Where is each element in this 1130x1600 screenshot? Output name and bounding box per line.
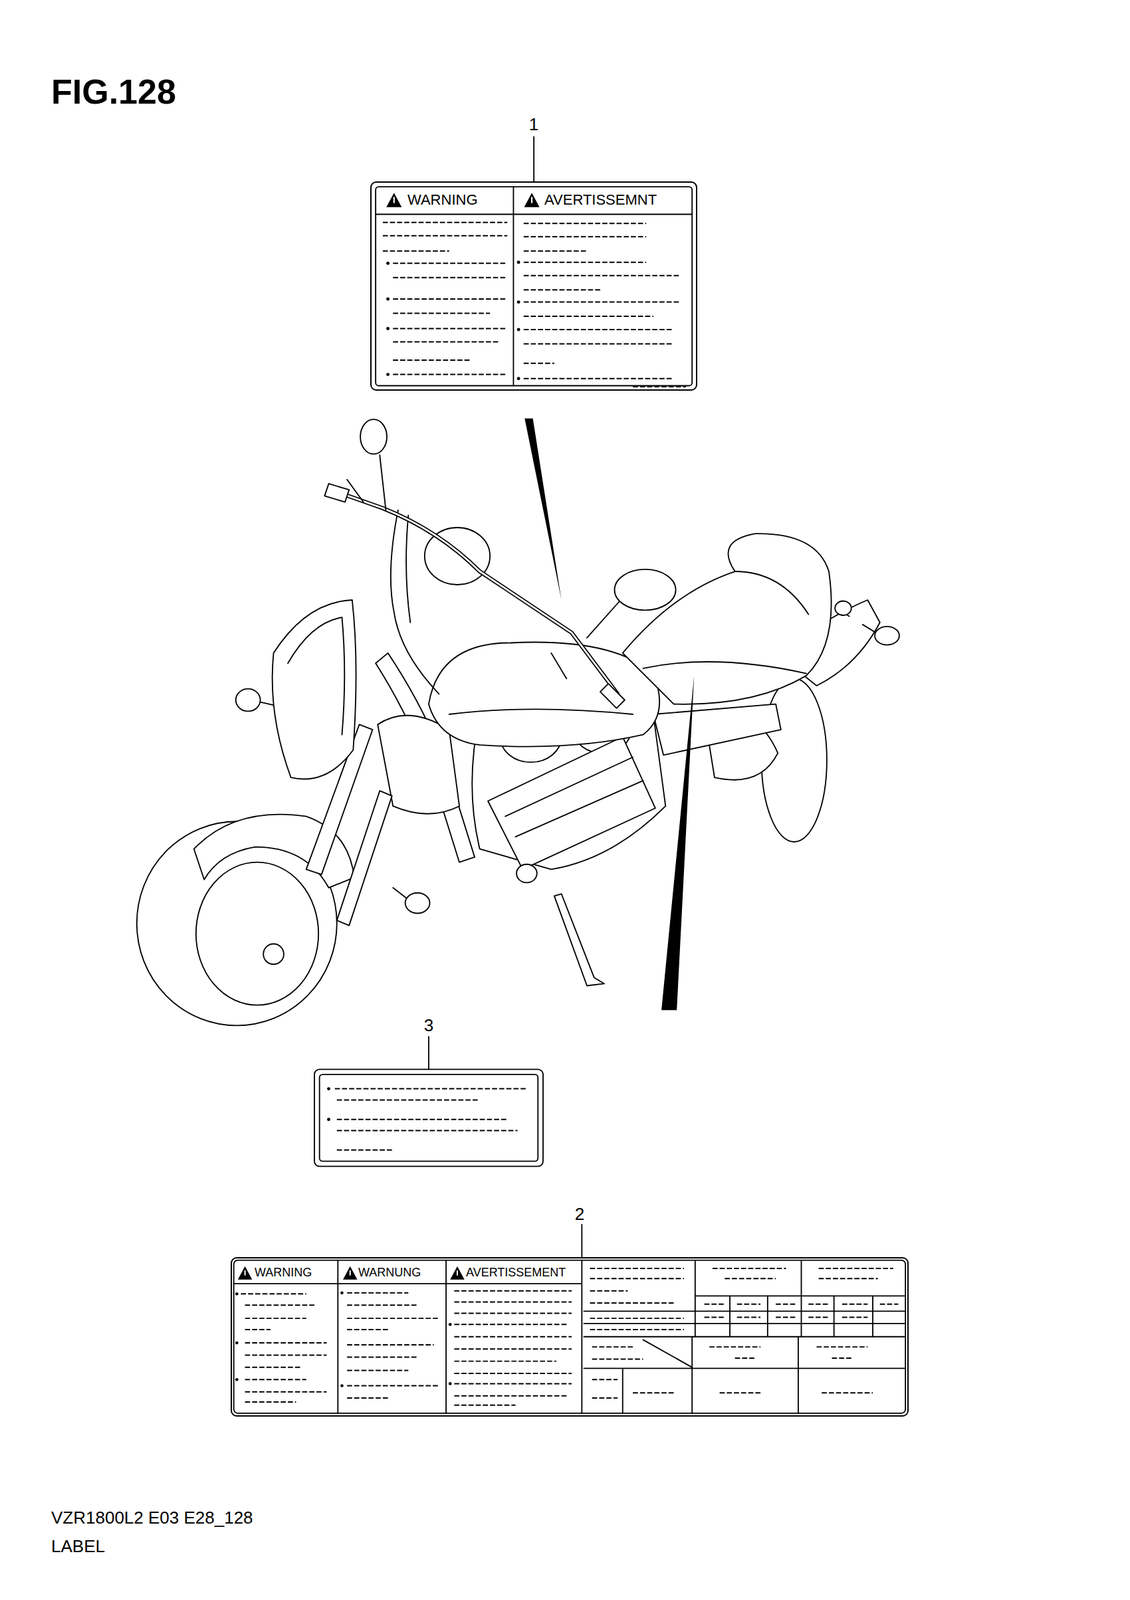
front-rim xyxy=(196,862,319,1006)
handlebar xyxy=(337,491,618,694)
label-inner-border xyxy=(233,1260,906,1414)
label-inner-border xyxy=(319,1074,539,1162)
warning-mark xyxy=(456,1270,458,1277)
callout-number: 3 xyxy=(424,1017,434,1035)
leader-line xyxy=(580,1225,583,1258)
warning-mark xyxy=(393,196,395,203)
callout-number: 1 xyxy=(529,115,539,133)
model-code: VZR1800L2 E03 E28_128 xyxy=(51,1509,254,1527)
figure-title: FIG.128 xyxy=(51,74,177,110)
placeholder-text xyxy=(523,223,686,387)
label-heading: WARNUNG xyxy=(358,1266,421,1279)
motorcycle xyxy=(136,419,900,1026)
turn-signal xyxy=(874,626,900,646)
warning-mark xyxy=(244,1270,246,1277)
grip xyxy=(324,483,349,503)
turn-signal xyxy=(235,689,261,712)
placeholder-text xyxy=(590,1268,899,1399)
warning-triangle xyxy=(342,1266,357,1281)
pointer-wedge xyxy=(524,418,562,601)
fork-tube xyxy=(337,791,393,926)
placeholder-text xyxy=(453,1291,572,1406)
turn-signal xyxy=(834,601,852,616)
pointer-wedge xyxy=(661,676,694,1012)
table-lines xyxy=(583,1261,904,1414)
handlebar-highlight xyxy=(337,491,618,694)
warning-triangle xyxy=(524,192,540,207)
mirror-stem xyxy=(379,455,386,511)
mirror xyxy=(614,569,676,611)
label-heading: AVERTISSEMNT xyxy=(544,192,657,208)
placeholder-text xyxy=(335,1089,526,1151)
label-divider xyxy=(375,186,692,386)
swingarm xyxy=(653,704,782,756)
seat xyxy=(622,533,832,705)
warning-mark xyxy=(531,196,533,203)
tank-line xyxy=(449,709,633,715)
section-name: LABEL xyxy=(51,1538,106,1556)
airbox xyxy=(487,737,656,871)
placeholder-text xyxy=(346,1293,439,1399)
warning-label: WARNING WARNUNG AVERTISSEMENT xyxy=(230,1257,909,1418)
lever xyxy=(346,479,567,679)
cable xyxy=(390,510,439,694)
label-heading: WARNING xyxy=(407,192,478,208)
label-heading: AVERTISSEMENT xyxy=(465,1266,566,1279)
bullet-dots xyxy=(386,260,520,381)
warning-triangle xyxy=(386,192,402,207)
warning-label: WARNING AVERTISSEMNT xyxy=(370,181,698,391)
turn-signal xyxy=(405,893,431,914)
grip xyxy=(600,683,625,709)
headlight-cowl xyxy=(272,600,357,780)
placeholder-text xyxy=(382,222,508,375)
mirror xyxy=(360,419,387,454)
label-inner-border xyxy=(375,186,692,386)
warning-triangle xyxy=(450,1266,464,1281)
callout-number: 2 xyxy=(574,1205,585,1224)
signal-stem xyxy=(392,888,407,899)
placeholder-text xyxy=(240,1294,327,1403)
footpeg xyxy=(516,864,538,884)
signal-stem xyxy=(862,624,877,633)
mirror-stem xyxy=(586,600,621,639)
airbox-line xyxy=(505,757,643,838)
fuel-tank xyxy=(428,642,660,748)
warning-triangle xyxy=(237,1266,252,1281)
bullet-dots xyxy=(327,1087,331,1122)
label-heading: WARNING xyxy=(254,1266,312,1279)
cowl-line xyxy=(287,617,345,736)
leader-line xyxy=(428,1036,430,1070)
hub xyxy=(263,944,284,966)
label-outline xyxy=(314,1069,544,1167)
bullet-dots xyxy=(235,1291,452,1388)
warning-mark xyxy=(349,1270,351,1277)
leader-line xyxy=(533,136,535,183)
kickstand xyxy=(554,894,605,986)
label-divider xyxy=(233,1260,583,1414)
